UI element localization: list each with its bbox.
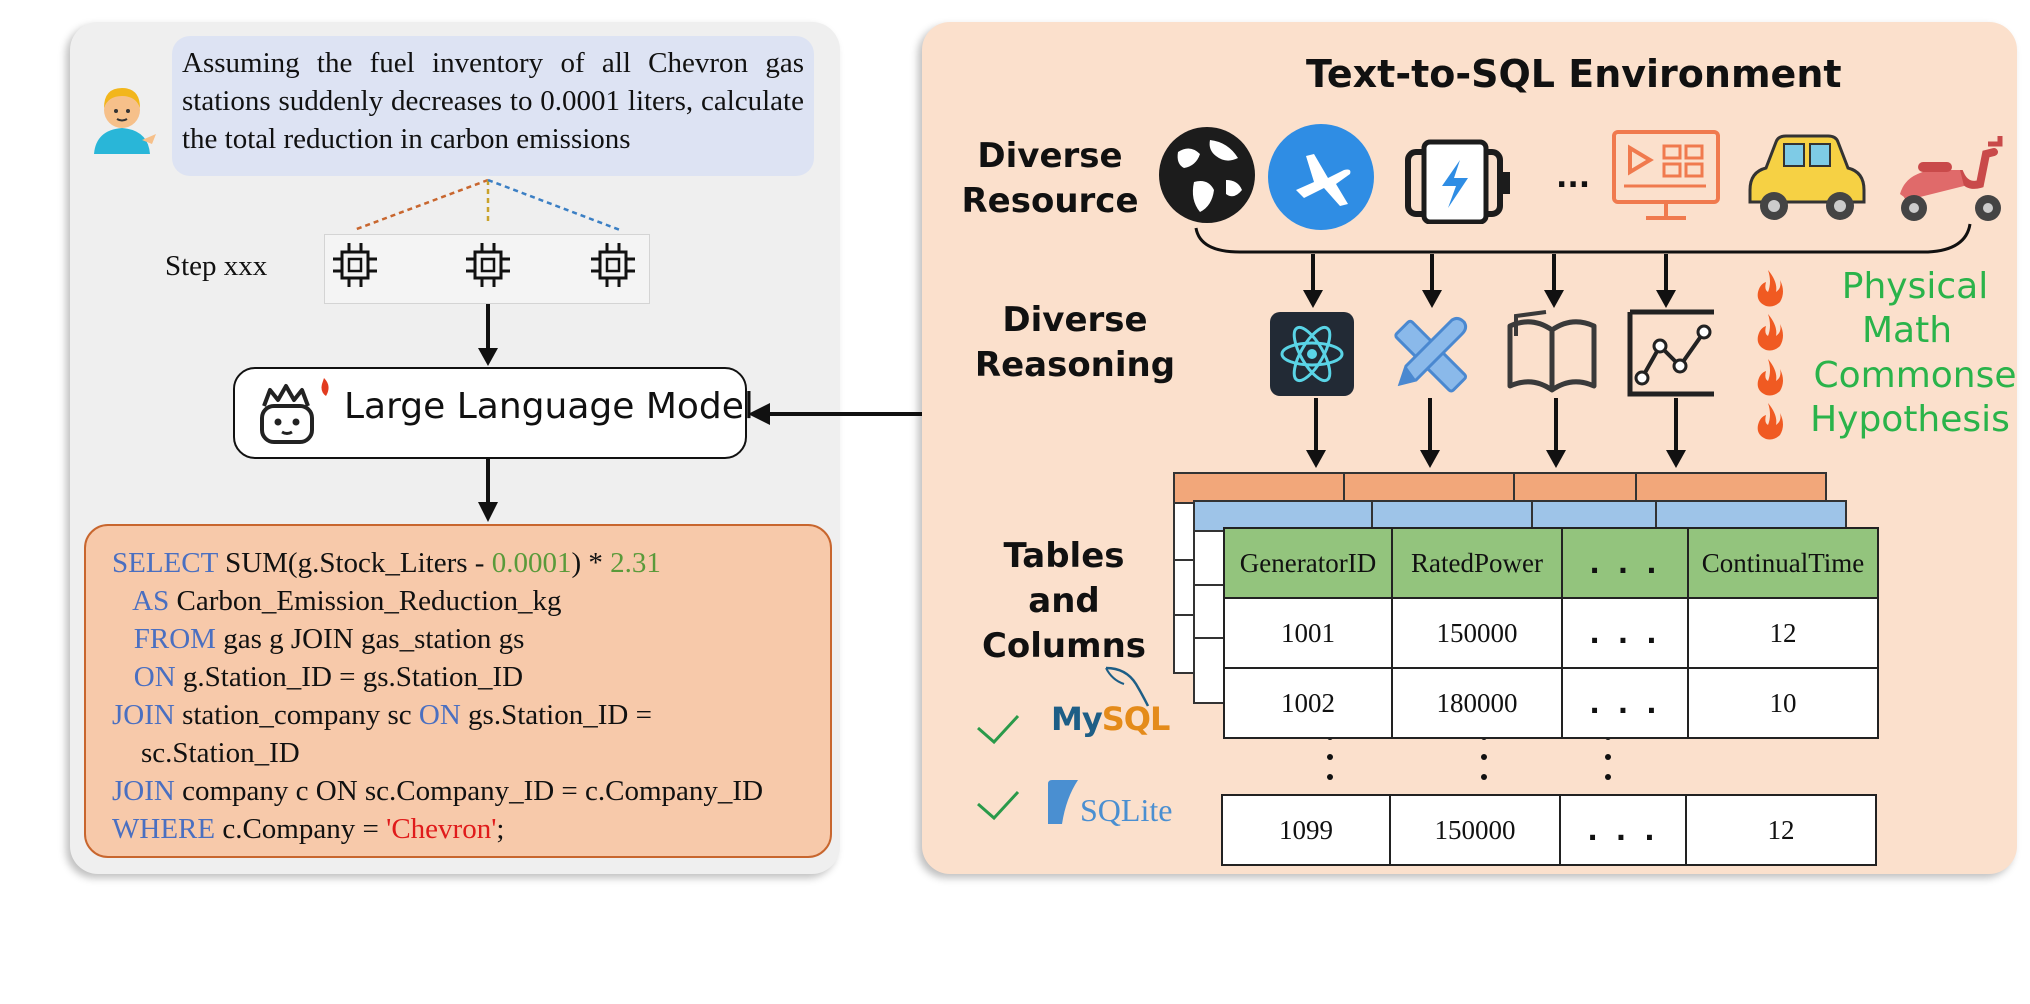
sql-keyword: SELECT [112,547,218,579]
atom-icon [1270,312,1354,396]
sql-keyword: JOIN [112,699,175,731]
column-header: GeneratorID [1223,527,1393,599]
table-cell: 1001 [1223,597,1393,669]
fire-icon [1757,359,1783,396]
environment-title: Text-to-SQL Environment [1306,52,1842,96]
chip-icon [466,243,510,287]
sql-keyword: JOIN [112,775,175,807]
data-table-last-row: 1099 150000 . . . 12 [1221,794,1877,866]
battery-icon [1405,139,1510,224]
reasoning-physical: Physical [1841,266,1989,307]
globe-icon [1159,127,1255,223]
sql-text: company c ON sc.Company_ID = c.Company_I… [174,775,764,807]
table-cell: 12 [1685,794,1877,866]
step-group [324,234,650,304]
table-cell: 150000 [1391,597,1563,669]
table-row: 1001 150000 . . . 12 [1223,597,1879,669]
table-cell: 180000 [1391,667,1563,739]
sql-box [84,524,832,858]
sqlite-logo: SQLite [1080,792,1173,828]
sql-text: gas g JOIN gas_station gs [215,623,525,655]
fire-icon [1757,270,1783,307]
mysql-logo-sql: SQL [1101,700,1171,738]
sql-text: sc.Station_ID [112,737,300,769]
book-icon [1507,310,1597,393]
question-text: Assuming the fuel inventory of all Chevr… [182,47,804,155]
sql-text: SUM(g.Stock_Liters - [217,547,492,579]
user-avatar-icon [94,88,156,154]
table-header-row: GeneratorID RatedPower . . . ContinualTi… [1223,527,1879,599]
reasoning-math: Math [1861,310,1953,351]
table-cell: 12 [1687,597,1879,669]
column-header: RatedPower [1391,527,1563,599]
chip-icon [333,243,377,287]
table-row: 1002 180000 . . . 10 [1223,667,1879,739]
table-cell: 150000 [1389,794,1561,866]
table-cell: . . . [1559,794,1687,866]
sql-text: c.Company = [215,813,387,845]
sql-number: 2.31 [610,547,661,579]
line-chart-icon [1627,309,1714,397]
llm-label: Large Language Model [344,386,754,427]
airplane-icon [1268,124,1374,230]
sql-keyword: AS [132,585,170,617]
column-header: . . . [1561,527,1689,599]
reasoning-hypothesis: Hypothesis [1810,399,2010,440]
step-label: Step xxx [165,250,268,282]
sql-text: g.Station_ID = gs.Station_ID [175,661,524,693]
sql-code: SELECT SUM(g.Stock_Liters - 0.0001) * 2.… [112,544,763,848]
resource-label: Diverse Resource [961,136,1139,221]
scooter-icon [1900,136,2003,221]
robot-icon [260,378,329,444]
sql-indent [112,623,134,655]
table-cell: 10 [1687,667,1879,739]
sql-indent [112,661,134,693]
pencil-ruler-icon [1394,316,1468,393]
data-table: GeneratorID RatedPower . . . ContinualTi… [1223,527,1879,739]
question-bubble [172,36,814,176]
table-cell: . . . [1561,667,1689,739]
car-icon [1748,134,1866,220]
sql-keyword: ON [133,661,176,693]
table-cell: 1099 [1221,794,1391,866]
sql-string: 'Chevron' [386,813,497,845]
sqlite-feather-icon [1048,780,1078,824]
table-cell: . . . [1561,597,1689,669]
sql-keyword: WHERE [112,813,216,845]
monitor-icon [1612,130,1720,220]
mysql-logo: MySQL [1051,700,1171,738]
table-row: 1099 150000 . . . 12 [1221,794,1877,866]
sql-keyword: ON [418,699,461,731]
mysql-dolphin-icon [1105,666,1150,707]
llm-box [233,367,747,459]
reasoning-commonsense: Commonse [1813,355,2017,396]
resource-ellipsis: ... [1556,160,1591,195]
sql-keyword: FROM [133,623,216,655]
sql-text: ; [496,813,505,845]
table-cell: 1002 [1223,667,1393,739]
sql-indent [112,585,132,617]
sql-text: Carbon_Emission_Reduction_kg [169,585,562,617]
mysql-logo-my: My [1051,700,1103,738]
sql-text: station_company sc [174,699,419,731]
sql-number: 0.0001 [491,547,572,579]
sql-text: gs.Station_ID = [460,699,652,731]
fire-icon [1757,403,1783,440]
tables-label: Tables and Columns [981,536,1147,666]
chip-icon [591,243,635,287]
fire-icon [1757,314,1783,351]
sql-text: ) * [571,547,611,579]
reasoning-label: Diverse Reasoning [974,300,1176,385]
column-header: ContinualTime [1687,527,1879,599]
